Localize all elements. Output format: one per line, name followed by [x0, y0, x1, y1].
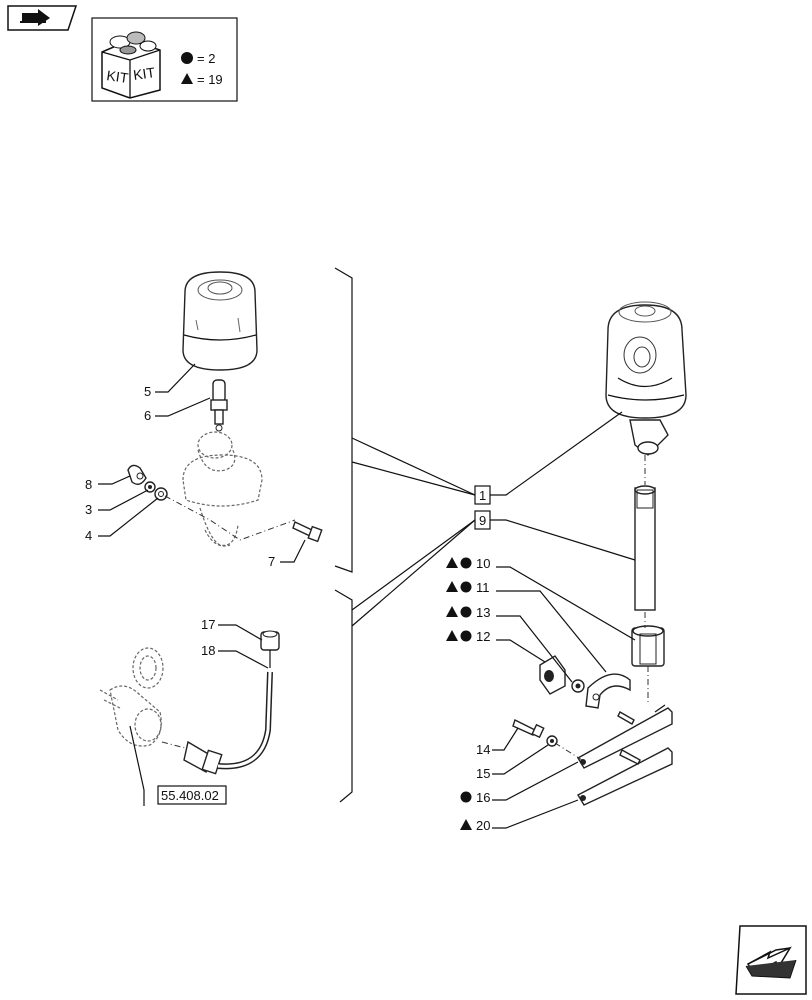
- triangle-count: = 19: [197, 72, 223, 87]
- beacon-assembled-part: [605, 301, 687, 456]
- callout-16: 16: [476, 790, 490, 805]
- reference-link-55-408-02[interactable]: 55.408.02: [157, 785, 227, 805]
- callout-10: 10: [476, 556, 490, 571]
- circle-count: = 2: [197, 51, 215, 66]
- cable-part: [217, 671, 273, 770]
- callout-17: 17: [201, 617, 215, 632]
- triangle-symbol-icon: [446, 581, 458, 592]
- callout-20-group: 20: [460, 818, 490, 833]
- screw-part: [512, 719, 545, 739]
- cap-part: [260, 630, 280, 651]
- callout-box-9-text: 9: [479, 513, 486, 528]
- bracket-arm-upper-part: [577, 704, 673, 769]
- circle-symbol-icon: [460, 557, 472, 569]
- arrow-back-icon: [745, 946, 797, 979]
- callout-box-1-text: 1: [479, 488, 486, 503]
- screw-lower-part: [619, 749, 641, 765]
- nut-part: [546, 735, 558, 747]
- triangle-symbol-icon: [446, 630, 458, 641]
- callout-11-group: 11: [446, 580, 490, 595]
- circle-symbol-icon: [460, 581, 472, 593]
- callout-14: 14: [476, 742, 490, 757]
- spacer-part: [571, 679, 585, 693]
- callout-box-1[interactable]: 1: [474, 485, 491, 505]
- sleeve-clamp-part: [631, 625, 665, 667]
- lock-washer-part: [154, 487, 168, 501]
- clamp-half-part: [585, 673, 631, 709]
- circle-symbol-icon: [460, 630, 472, 642]
- screw-upper-part: [617, 711, 635, 725]
- upper-bracket: [334, 267, 353, 573]
- callout-box-9[interactable]: 9: [474, 510, 491, 530]
- nav-forward-button[interactable]: [735, 925, 807, 995]
- mounting-pole-part: [634, 485, 656, 611]
- beacon-base-ghost: [182, 431, 263, 547]
- callout-5: 5: [144, 384, 151, 399]
- callout-11: 11: [476, 580, 490, 595]
- wing-nut-part: [127, 464, 147, 485]
- callout-13: 13: [476, 605, 490, 620]
- circle-symbol-icon: [460, 791, 472, 803]
- callout-12-group: 12: [446, 629, 490, 644]
- callout-3: 3: [85, 502, 92, 517]
- triangle-symbol-icon: [446, 557, 458, 568]
- callout-15: 15: [476, 766, 490, 781]
- kit-label-right: KIT: [132, 64, 156, 83]
- beacon-dome-part: [182, 271, 258, 371]
- lower-bracket: [334, 589, 353, 803]
- kit-box-icon: KIT KIT: [101, 31, 161, 99]
- circle-symbol-icon: [460, 606, 472, 618]
- callout-7: 7: [268, 554, 275, 569]
- bolt-part: [292, 521, 323, 543]
- nav-back-button[interactable]: [7, 5, 78, 31]
- callout-20: 20: [476, 818, 490, 833]
- callout-12: 12: [476, 629, 490, 644]
- callout-10-group: 10: [446, 556, 490, 571]
- assembly-line: [164, 495, 296, 541]
- kit-label-left: KIT: [106, 67, 130, 86]
- circle-symbol-icon: [181, 52, 193, 64]
- reference-link-text: 55.408.02: [161, 788, 219, 803]
- triangle-symbol-icon: [446, 606, 458, 617]
- washer-part: [144, 481, 156, 493]
- power-socket-ghost: [99, 647, 164, 747]
- triangle-symbol-icon: [181, 73, 193, 84]
- callout-16-group: 16: [460, 790, 490, 805]
- triangle-symbol-icon: [460, 819, 472, 830]
- arrow-right-icon: [20, 9, 50, 26]
- callout-13-group: 13: [446, 605, 490, 620]
- kit-legend: KIT KIT = 2 = 19: [91, 17, 238, 102]
- callout-6: 6: [144, 408, 151, 423]
- callout-18: 18: [201, 643, 215, 658]
- connector-plug-part: [183, 740, 223, 775]
- bracket-arm-lower-part: [577, 747, 673, 806]
- callout-8: 8: [85, 477, 92, 492]
- callout-4: 4: [85, 528, 92, 543]
- bulb-part: [210, 379, 228, 432]
